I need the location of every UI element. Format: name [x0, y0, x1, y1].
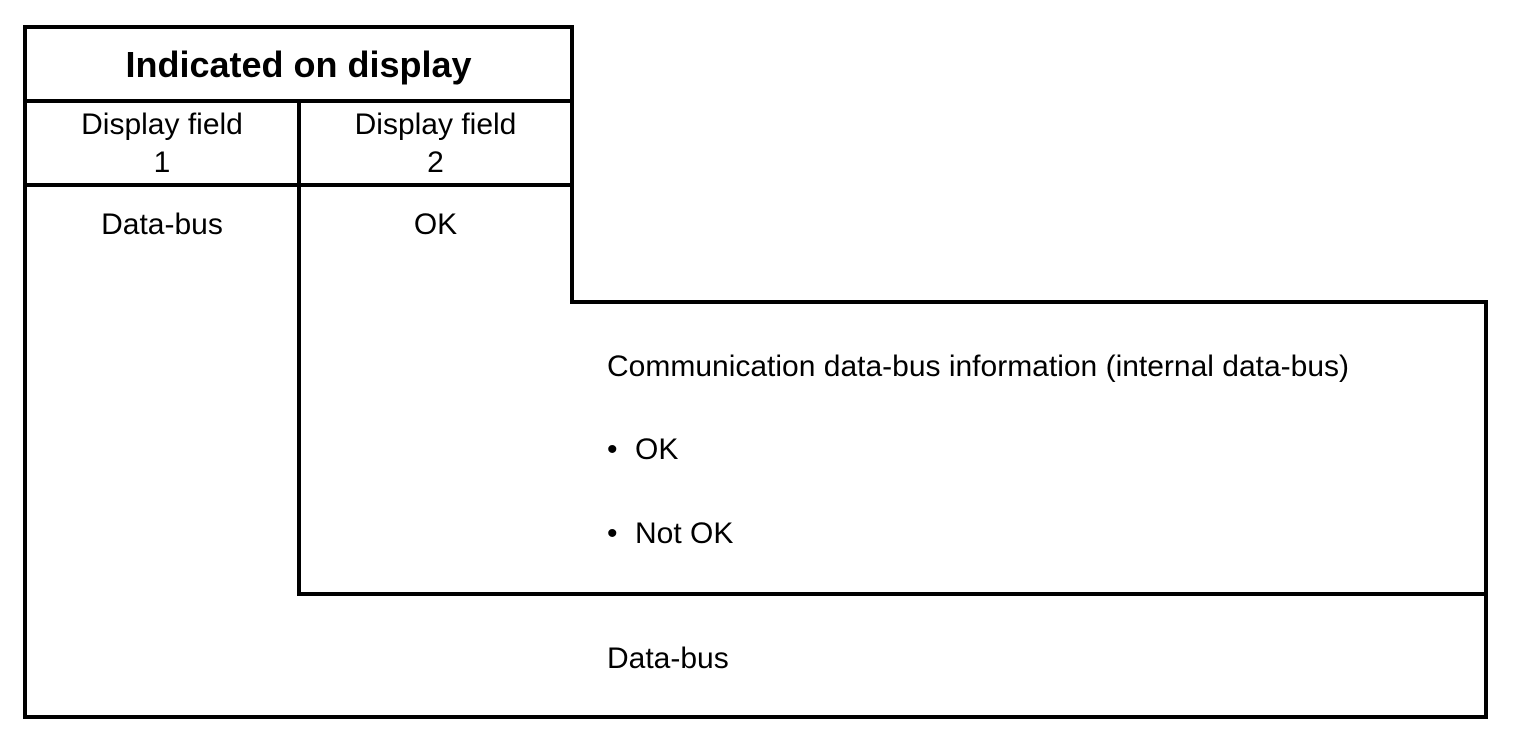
outer-callout-label: Data-bus: [607, 642, 729, 675]
bullet-glyph: •: [607, 433, 618, 466]
col1-header-line2: 1: [153, 146, 171, 179]
outer-border: [23, 25, 1488, 719]
bullet-glyph: •: [607, 517, 618, 550]
bullet-text-not-ok: Not OK: [635, 517, 734, 550]
bullet-item: • OK: [607, 435, 678, 465]
col2-header-line1: Display field: [354, 108, 517, 141]
col1-header: Display field 1: [25, 106, 299, 182]
col2-value: OK: [413, 208, 458, 241]
col1-header-line1: Display field: [81, 108, 243, 141]
table-title: Indicated on display: [125, 44, 472, 85]
bullet-text-ok: OK: [635, 433, 679, 466]
bullet-item: • Not OK: [607, 519, 733, 549]
col2-header-line2: 2: [427, 146, 444, 179]
col2-header: Display field 2: [299, 106, 572, 182]
callout-heading: Communication data-bus information (inte…: [607, 350, 1350, 383]
col1-value: Data-bus: [101, 208, 223, 241]
